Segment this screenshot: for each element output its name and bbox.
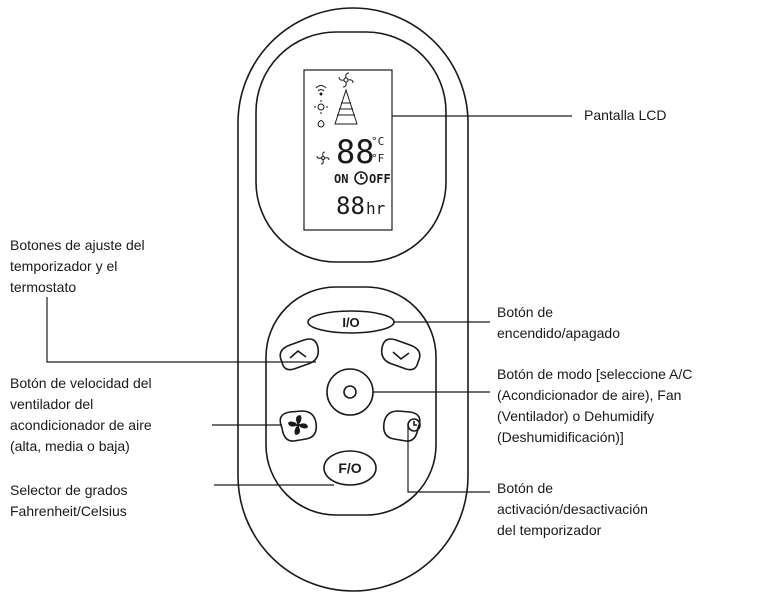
power-button-label: I/O <box>342 315 359 330</box>
label-fahrenheit-celsius: Selector de grados Fahrenheit/Celsius <box>10 482 128 519</box>
lcd-on-text: ON <box>334 172 348 186</box>
label-timer-thermostat: Botones de ajuste del temporizador y el … <box>10 237 145 295</box>
label-mode: Botón de modo [seleccione A/C (Acondicio… <box>497 366 693 445</box>
label-lcd: Pantalla LCD <box>584 107 667 123</box>
lcd-celsius-symbol: °C <box>371 135 384 148</box>
label-timer-toggle: Botón de activación/desactivación del te… <box>497 480 648 538</box>
leader-timer-thermostat <box>46 297 316 363</box>
timer-button[interactable] <box>382 410 421 442</box>
lcd-screen <box>303 69 393 231</box>
unit-button[interactable]: F/O <box>323 450 377 486</box>
fan-icon <box>288 415 308 435</box>
lcd-off-text: OFF <box>369 172 391 186</box>
leader-timer <box>407 425 490 493</box>
clock-icon <box>354 171 368 185</box>
remote-body <box>237 7 469 592</box>
power-button[interactable]: I/O <box>307 310 395 334</box>
temp-up-button[interactable] <box>279 338 320 371</box>
lcd-timer-digits: 88 <box>336 192 365 220</box>
mode-button[interactable] <box>326 368 374 416</box>
temp-down-button[interactable] <box>380 338 421 371</box>
lcd-hours-unit: hr <box>366 199 386 218</box>
fan-mode-icon <box>316 151 330 165</box>
label-fan-speed: Botón de velocidad del ventilador del ac… <box>10 375 152 454</box>
lcd-temperature-digits: 88 <box>336 133 375 171</box>
fan-speed-icon <box>334 88 358 125</box>
lcd-bezel <box>255 31 447 263</box>
sun-icon <box>314 100 328 114</box>
wifi-icon <box>315 85 327 96</box>
fan-small-icon <box>338 72 354 88</box>
label-power: Botón de encendido/apagado <box>497 304 621 341</box>
button-panel <box>265 286 437 516</box>
lcd-fahrenheit-symbol: °F <box>371 152 384 165</box>
drop-icon <box>317 120 325 128</box>
fan-speed-button[interactable] <box>279 410 318 442</box>
leader-lines <box>46 115 572 493</box>
unit-button-label: F/O <box>338 460 361 476</box>
